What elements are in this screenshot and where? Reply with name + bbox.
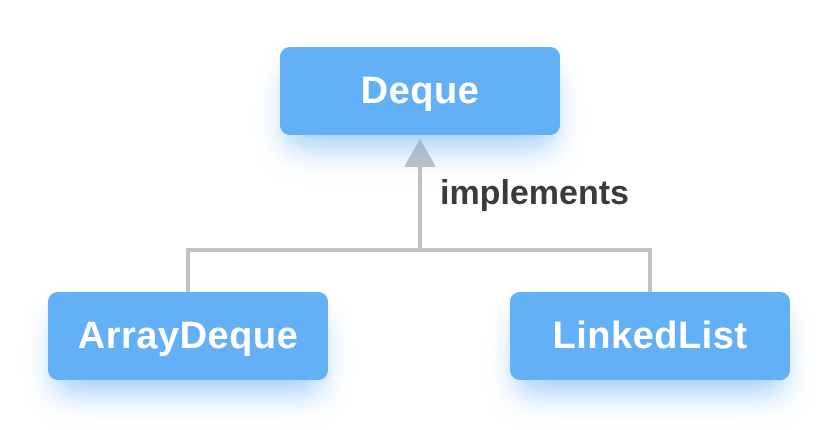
arrow-up-icon bbox=[404, 139, 436, 167]
node-linkedlist-label: LinkedList bbox=[552, 314, 748, 357]
node-deque-label: Deque bbox=[360, 69, 480, 112]
connector-right-drop-line bbox=[648, 248, 652, 295]
node-deque: Deque bbox=[280, 47, 560, 135]
node-arraydeque: ArrayDeque bbox=[48, 292, 328, 380]
node-linkedlist: LinkedList bbox=[510, 292, 790, 380]
connector-arrow-shaft bbox=[418, 164, 422, 252]
edge-label-implements: implements bbox=[440, 174, 629, 212]
node-arraydeque-label: ArrayDeque bbox=[77, 314, 299, 357]
connector-left-drop-line bbox=[186, 248, 190, 294]
